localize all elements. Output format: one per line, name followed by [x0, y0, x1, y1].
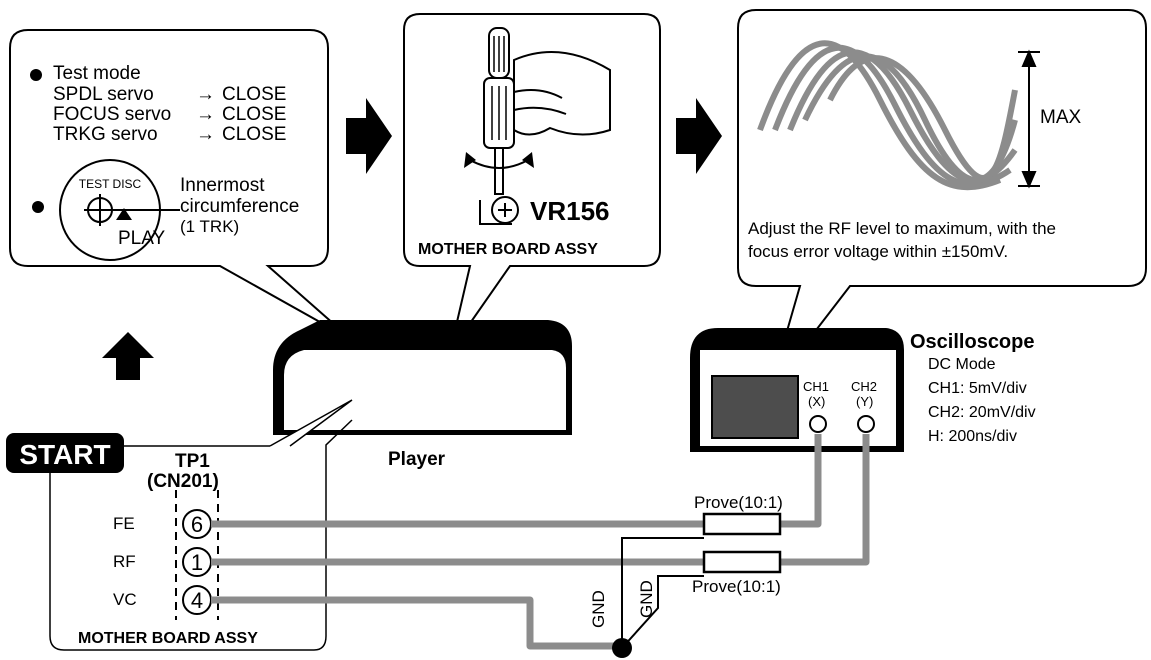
ground-wires	[621, 537, 704, 649]
max-indicator	[1018, 49, 1040, 189]
ground-node	[612, 638, 632, 658]
step-arrow-up	[102, 332, 154, 380]
ch2-axis-label: (Y)	[856, 394, 874, 409]
probe-bottom-label: Prove(10:1)	[692, 577, 781, 596]
mother-board-outline	[49, 419, 353, 651]
ch2-setting: CH2: 20mV/div	[928, 404, 1036, 421]
trkg-servo-label: TRKG servo	[53, 124, 158, 145]
pin-vc-label: VC	[113, 590, 137, 609]
trkg-arrow: →	[196, 124, 215, 145]
test-mode-heading: Test mode	[53, 63, 141, 84]
start-label: START	[19, 439, 110, 470]
ch1-label: CH1	[803, 379, 830, 394]
probe-top	[702, 512, 782, 536]
vr156-label: VR156	[530, 196, 610, 226]
ch1-setting: CH1: 5mV/div	[928, 380, 1027, 397]
rf-waveform	[757, 40, 1018, 191]
bullet-test-disc	[32, 201, 44, 213]
gnd-label-left: GND	[589, 590, 608, 628]
probe-top-label: Prove(10:1)	[694, 493, 783, 512]
h-setting: H: 200ns/div	[928, 428, 1017, 445]
max-label: MAX	[1040, 107, 1082, 128]
pin-fe-label: FE	[113, 514, 135, 533]
play-label: PLAY	[118, 228, 166, 249]
adjust-note-line2: focus error voltage within ±150mV.	[748, 242, 1009, 261]
ch1-axis-label: (X)	[808, 394, 826, 409]
pin-rf-label: RF	[113, 552, 136, 571]
spdl-arrow: →	[196, 84, 215, 105]
step-arrow-2	[676, 98, 722, 174]
middle-board-label: MOTHER BOARD ASSY	[418, 241, 598, 258]
probe-bottom	[702, 550, 782, 574]
test-disc-label: TEST DISC	[79, 177, 142, 191]
spdl-servo-label: SPDL servo	[53, 84, 154, 105]
tp1-title: TP1	[175, 451, 210, 472]
bottom-board-label: MOTHER BOARD ASSY	[78, 630, 258, 647]
probe-wires	[211, 434, 870, 650]
vr-symbol-icon	[479, 196, 519, 225]
oscilloscope-device	[690, 328, 904, 452]
oscilloscope-screen	[711, 375, 799, 439]
focus-close-value: CLOSE	[222, 104, 287, 125]
test-disc-icon	[59, 159, 180, 261]
focus-arrow: →	[196, 104, 215, 125]
gnd-label-right: GND	[637, 580, 656, 618]
player-device	[273, 320, 572, 435]
player-label: Player	[388, 449, 446, 470]
adjust-note-line1: Adjust the RF level to maximum, with the	[748, 219, 1057, 238]
oscilloscope-title: Oscilloscope	[910, 331, 1035, 353]
start-badge	[6, 433, 124, 473]
trkg-close-value: CLOSE	[222, 124, 287, 145]
tp1-connector: (CN201)	[147, 471, 219, 492]
ch1-jack	[809, 415, 827, 433]
pin-6-number: 6	[191, 512, 203, 537]
step-arrow-1	[346, 98, 392, 174]
focus-servo-label: FOCUS servo	[53, 104, 172, 125]
screwdriver-hand-icon	[464, 27, 611, 195]
spdl-close-value: CLOSE	[222, 84, 287, 105]
ch2-jack	[857, 415, 875, 433]
innermost-label: Innermost	[180, 175, 265, 196]
pin-1-number: 1	[191, 550, 203, 575]
bullet-test-mode	[30, 69, 42, 81]
left-callout-bubble	[9, 29, 353, 341]
one-track-label: (1 TRK)	[180, 217, 240, 236]
circumference-label: circumference	[180, 196, 300, 217]
dc-mode-label: DC Mode	[928, 356, 996, 373]
ch2-label: CH2	[851, 379, 878, 394]
pin-4-number: 4	[191, 588, 203, 613]
